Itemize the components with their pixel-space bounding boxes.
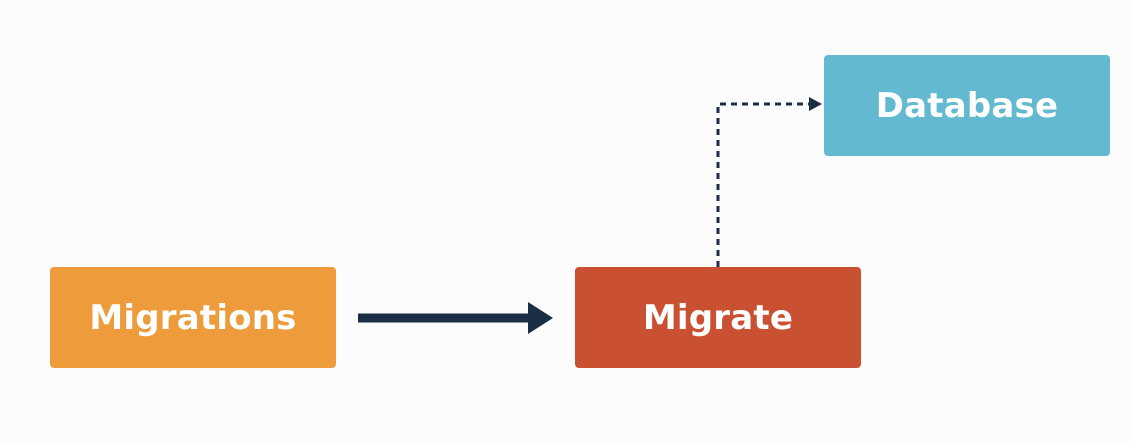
migrate-label: Migrate (642, 297, 794, 338)
migrate-node: Migrate (575, 267, 861, 368)
dashed-arrow-path (716, 102, 812, 267)
database-label: Database (875, 85, 1059, 126)
dashed-arrow-head (809, 97, 822, 111)
database-node: Database (824, 55, 1110, 156)
solid-arrow-head (528, 302, 553, 334)
migrations-label: Migrations (89, 297, 297, 338)
edge-migrate-to-database (716, 97, 822, 267)
edge-migrations-to-migrate (358, 302, 553, 334)
migrations-node: Migrations (50, 267, 336, 368)
